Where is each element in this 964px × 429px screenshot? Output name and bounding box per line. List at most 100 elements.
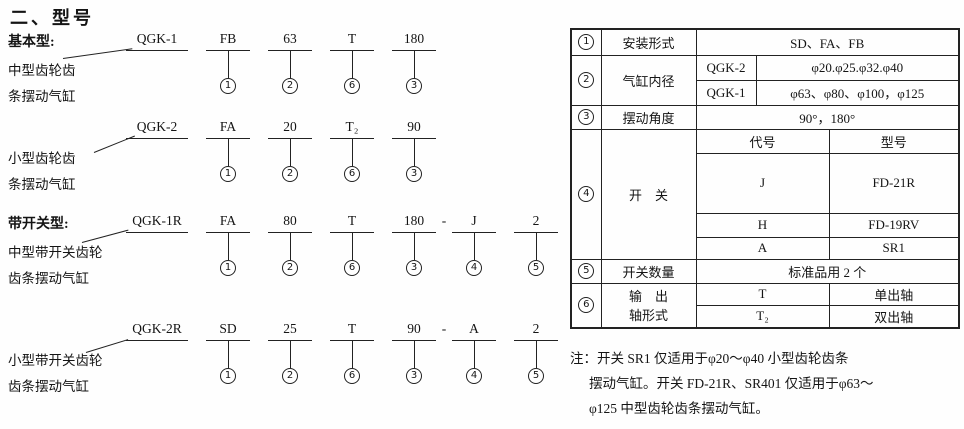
code-value: 2 bbox=[514, 212, 558, 233]
model-code: QGK-2R bbox=[126, 320, 188, 341]
circled-number: 4 bbox=[466, 368, 482, 384]
table-row-bore-medium: QGK-1 φ63、φ80、φ100，φ125 bbox=[571, 79, 960, 106]
pointer-line bbox=[535, 233, 537, 260]
pointer-line bbox=[289, 233, 291, 260]
row-number-cell: 1 bbox=[570, 28, 602, 56]
code-segment-model: QGK-1R bbox=[126, 212, 188, 233]
model-code: QGK-1R bbox=[126, 212, 188, 233]
code-value: 63 bbox=[268, 30, 312, 51]
pointer-line bbox=[289, 51, 291, 78]
code-segment: T₂ 6 bbox=[330, 118, 374, 182]
circled-number: 2 bbox=[282, 78, 298, 94]
code-segment: 180 3 bbox=[392, 212, 436, 276]
diagram-label-line: 中型带开关齿轮 bbox=[8, 245, 103, 260]
code-segment: 25 2 bbox=[268, 320, 312, 384]
table-row-mounting: 1 安装形式 SD、FA、FB bbox=[570, 28, 960, 56]
pointer-line bbox=[413, 233, 415, 260]
circled-number: 1 bbox=[220, 78, 236, 94]
dash-separator: - bbox=[441, 213, 447, 228]
circled-number: 4 bbox=[578, 186, 595, 202]
model-code-row: QGK-2 FA 1 20 2 T₂ 6 90 3 bbox=[126, 118, 436, 182]
pointer-line bbox=[289, 139, 291, 166]
row-value-cell: SD、FA、FB bbox=[695, 28, 960, 56]
table-row-switch-qty: 5 开关数量 标准品用 2 个 bbox=[570, 258, 960, 284]
code-value: 80 bbox=[268, 212, 312, 233]
code-segment-model: QGK-1 bbox=[126, 30, 188, 51]
row-value-cell: 标准品用 2 个 bbox=[695, 258, 960, 284]
code-segment: 20 2 bbox=[268, 118, 312, 182]
code-segment: SD 1 bbox=[206, 320, 250, 384]
code-segment: T 6 bbox=[330, 320, 374, 384]
pointer-line bbox=[351, 51, 353, 78]
circled-number: 5 bbox=[578, 263, 595, 279]
row-label-cell: 安装形式 bbox=[600, 28, 697, 56]
sub-value-cell: FD-21R bbox=[828, 152, 960, 214]
table-row-switch-a: A SR1 bbox=[571, 236, 960, 260]
sub-key-cell: H bbox=[695, 212, 830, 238]
table-row-angle: 3 摆动角度 90°，180° bbox=[570, 104, 960, 130]
diagram-label-line: 小型带开关齿轮 bbox=[8, 353, 103, 368]
pointer-line bbox=[227, 51, 229, 78]
diagram-label-line: 条摆动气缸 bbox=[8, 177, 76, 192]
sub-value-cell: SR1 bbox=[828, 236, 960, 260]
code-value: T bbox=[330, 212, 374, 233]
circled-number: 2 bbox=[282, 166, 298, 182]
diagram-label-line: 小型齿轮齿 bbox=[8, 151, 76, 166]
pointer-line bbox=[351, 139, 353, 166]
pointer-line bbox=[227, 139, 229, 166]
code-segment-model: QGK-2R bbox=[126, 320, 188, 341]
row-value-cell: 90°，180° bbox=[695, 104, 960, 130]
sub-key-cell: A bbox=[695, 236, 830, 260]
sub-key-cell: J bbox=[695, 152, 830, 214]
pointer-line bbox=[351, 341, 353, 368]
sub-key-cell: QGK-2 bbox=[695, 54, 757, 81]
table-row-switch-h: H FD-19RV bbox=[571, 212, 960, 238]
circled-number: 3 bbox=[406, 368, 422, 384]
diagram-row-basic-medium: 基本型: 中型齿轮齿 条摆动气缸 QGK-1 FB 1 63 2 T 6 180… bbox=[8, 28, 568, 120]
diagram-row-switch-medium: 带开关型: 中型带开关齿轮 齿条摆动气缸 QGK-1R FA 1 80 2 T … bbox=[8, 210, 568, 302]
code-value: T₂ bbox=[330, 118, 374, 139]
row-number-cell: 3 bbox=[570, 104, 602, 130]
sub-value-cell: FD-19RV bbox=[828, 212, 960, 238]
dash-separator: - bbox=[441, 321, 447, 336]
pointer-line bbox=[227, 233, 229, 260]
diagram-category-title: 带开关型: bbox=[8, 217, 69, 232]
code-value: A bbox=[452, 320, 496, 341]
model-code: QGK-1 bbox=[126, 30, 188, 51]
circled-number: 3 bbox=[578, 109, 595, 125]
diagram-row-switch-small: 小型带开关齿轮 齿条摆动气缸 QGK-2R SD 1 25 2 T 6 90 3… bbox=[8, 318, 568, 410]
code-segment: A 4 bbox=[452, 320, 496, 384]
circled-number: 6 bbox=[578, 297, 595, 313]
diagram-label: 小型齿轮齿 条摆动气缸 bbox=[8, 120, 124, 198]
circled-number: 1 bbox=[220, 260, 236, 276]
sub-key-cell: T₂ bbox=[695, 304, 830, 328]
sub-value-cell: 单出轴 bbox=[828, 282, 960, 306]
circled-number: 3 bbox=[406, 260, 422, 276]
circled-number: 4 bbox=[466, 260, 482, 276]
code-segment: T 6 bbox=[330, 30, 374, 94]
code-segment: 180 3 bbox=[392, 30, 436, 94]
circled-number: 5 bbox=[528, 260, 544, 276]
page-title: 二、型号 bbox=[10, 8, 94, 28]
code-value: 2 bbox=[514, 320, 558, 341]
sub-value-cell: φ20.φ25.φ32.φ40 bbox=[755, 54, 960, 81]
diagram-category-title bbox=[8, 322, 124, 348]
table-row-shaft-single: 6 输 出 轴形式 T 单出轴 bbox=[570, 282, 960, 328]
code-segment: FA 1 bbox=[206, 212, 250, 276]
circled-number: 3 bbox=[406, 166, 422, 182]
row-label-cell: 开 关 bbox=[600, 128, 697, 260]
code-value: 180 bbox=[392, 30, 436, 51]
code-segment-model: QGK-2 bbox=[126, 118, 188, 139]
code-segment: FB 1 bbox=[206, 30, 250, 94]
pointer-line bbox=[413, 51, 415, 78]
circled-number: 3 bbox=[406, 78, 422, 94]
diagram-label-line: 齿条摆动气缸 bbox=[8, 379, 89, 394]
sub-key-cell: QGK-1 bbox=[695, 79, 757, 106]
code-value: 90 bbox=[392, 118, 436, 139]
circled-number: 1 bbox=[578, 34, 595, 51]
row-label-cell: 气缸内径 bbox=[600, 54, 697, 106]
pointer-line bbox=[227, 341, 229, 368]
diagram-label-line: 中型齿轮齿 bbox=[8, 63, 76, 78]
pointer-line bbox=[473, 341, 475, 368]
code-value: FA bbox=[206, 212, 250, 233]
